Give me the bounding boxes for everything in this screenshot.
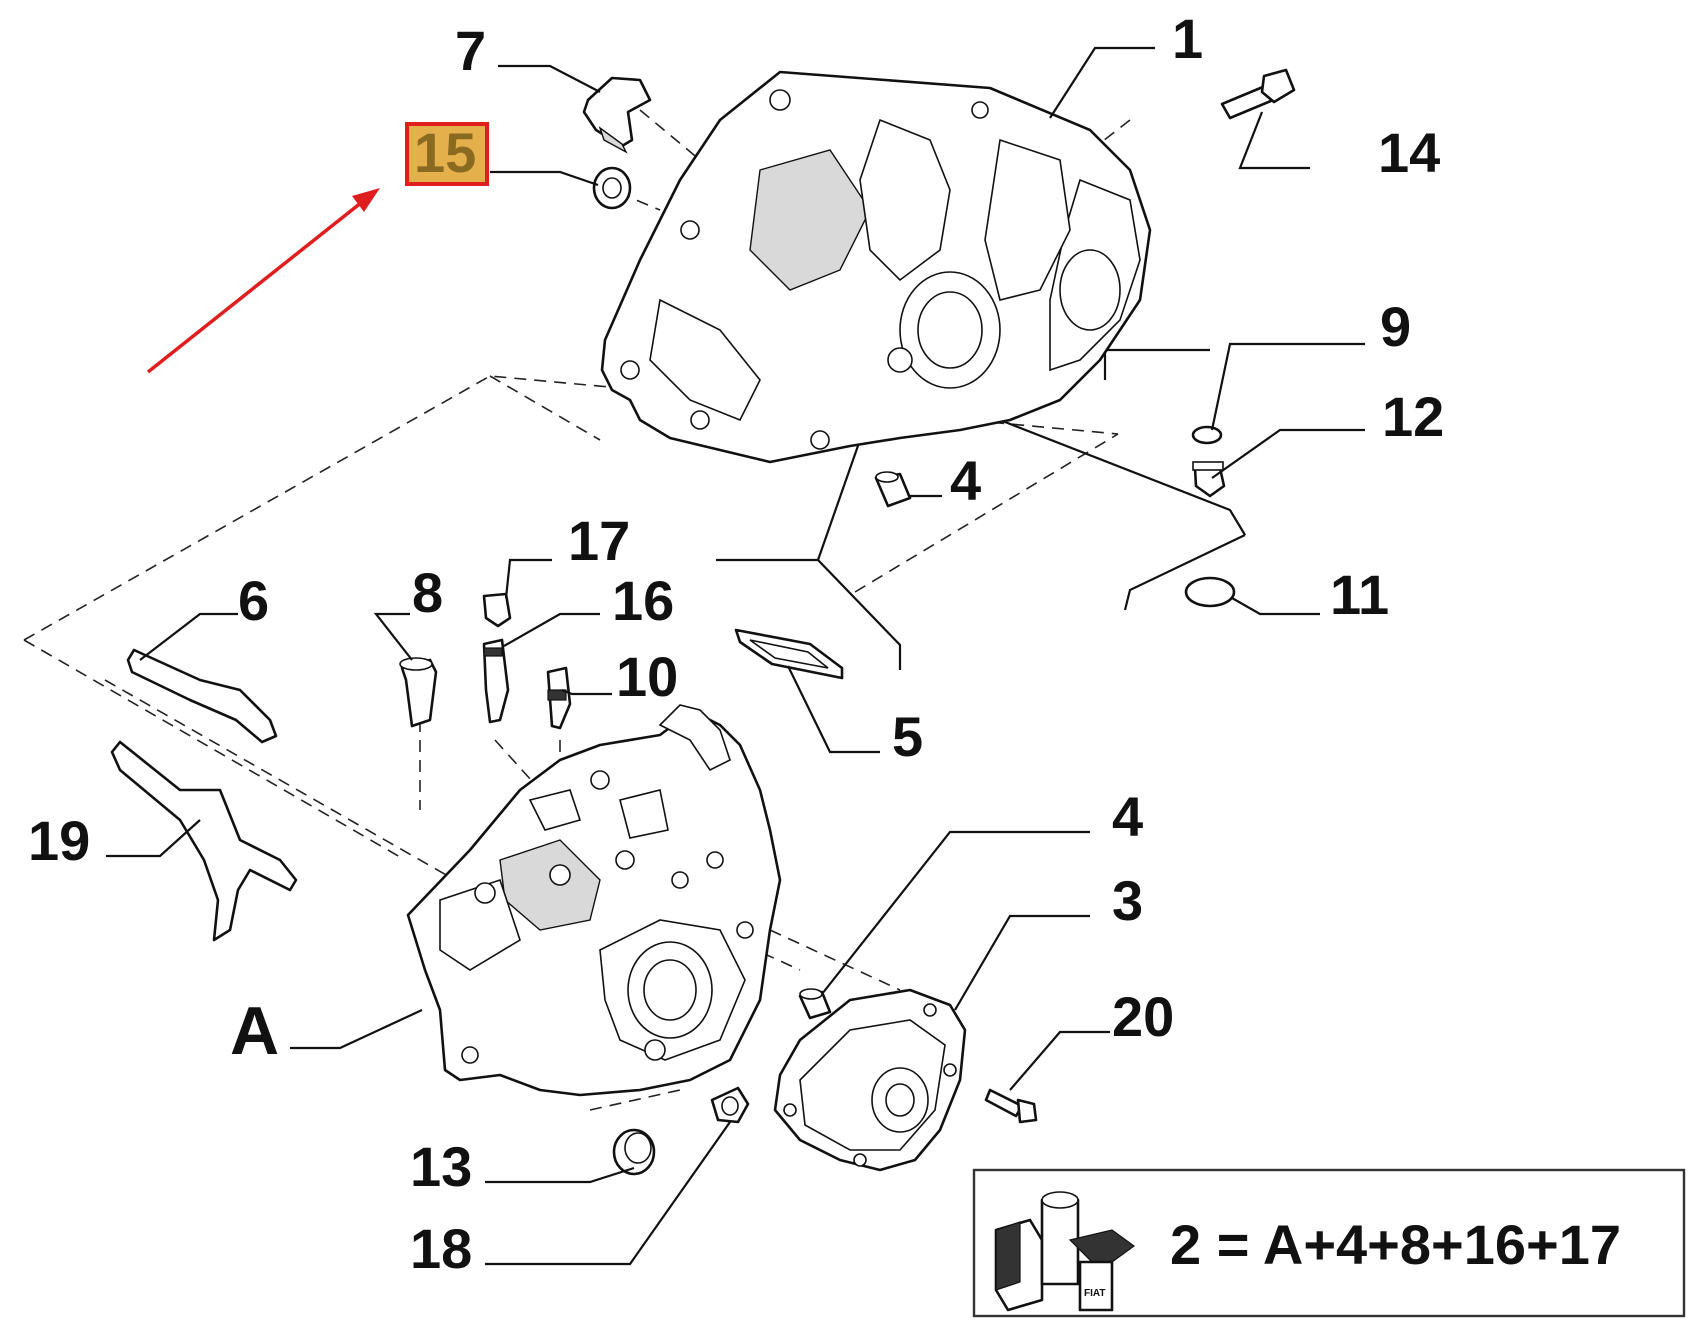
highlight-box [405, 122, 489, 186]
label-part-6: 6 [238, 569, 269, 632]
plug-part-12 [1192, 461, 1226, 498]
switch-part-10 [546, 666, 572, 730]
label-part-16: 16 [612, 569, 674, 632]
kit-parts-icon: FIAT [994, 1191, 1136, 1312]
label-part-9: 9 [1380, 295, 1411, 358]
gasket-part-5 [734, 628, 844, 680]
label-part-5: 5 [892, 705, 923, 768]
label-part-20: 20 [1112, 985, 1174, 1048]
highlight-arrow [146, 200, 364, 374]
guide-lines [716, 348, 1246, 670]
label-part-13: 13 [410, 1135, 472, 1198]
label-part-12: 12 [1382, 385, 1444, 448]
sensor-part-16 [482, 638, 510, 724]
shift-fork-part-19 [110, 740, 298, 942]
kit-icon-text: FIAT [1084, 1288, 1105, 1299]
bolt-part-14 [1220, 68, 1296, 120]
cap-part-17 [482, 592, 512, 628]
label-part-4-bottom: 4 [1112, 785, 1143, 848]
highlighted-part-15[interactable]: 15 [146, 121, 489, 374]
label-part-4-top: 4 [950, 449, 981, 512]
label-part-15: 15 [414, 121, 476, 184]
bushing-part-4-top [874, 471, 912, 508]
label-part-3: 3 [1112, 869, 1143, 932]
washer-part-9 [1191, 425, 1223, 445]
label-part-11: 11 [1330, 563, 1389, 626]
label-part-8: 8 [412, 561, 443, 624]
bracket-part-7 [582, 76, 652, 154]
cap-part-11 [1184, 576, 1236, 608]
label-part-17: 17 [568, 509, 630, 572]
kit-formula: 2 = A+4+8+16+17 [1170, 1213, 1621, 1276]
leader-lines [106, 46, 1365, 1266]
seal-part-18 [710, 1086, 750, 1124]
plug-part-13 [612, 1128, 656, 1176]
label-part-1: 1 [1172, 7, 1203, 70]
upper-gearbox-housing [600, 70, 1152, 464]
seal-ring-part-15 [592, 166, 632, 210]
label-assembly-a: A [230, 993, 279, 1069]
shift-rod-part-6 [126, 648, 278, 744]
label-part-18: 18 [410, 1217, 472, 1280]
cover-plate [773, 988, 967, 1172]
bolt-part-20 [984, 1088, 1038, 1124]
label-part-10: 10 [616, 645, 678, 708]
label-part-19: 19 [28, 809, 90, 872]
kit-box: FIAT 2 = A+4+8+16+17 [972, 1168, 1686, 1318]
label-part-14: 14 [1378, 121, 1440, 184]
lower-gearbox-housing [406, 704, 782, 1097]
part-labels: 1 7 14 9 12 4 17 11 6 8 16 10 5 19 4 3 2… [28, 7, 1444, 1280]
label-part-7: 7 [455, 19, 486, 82]
sleeve-part-8 [399, 657, 438, 728]
highlight-arrow-head [352, 188, 380, 212]
bushing-part-4-bottom [798, 988, 832, 1020]
